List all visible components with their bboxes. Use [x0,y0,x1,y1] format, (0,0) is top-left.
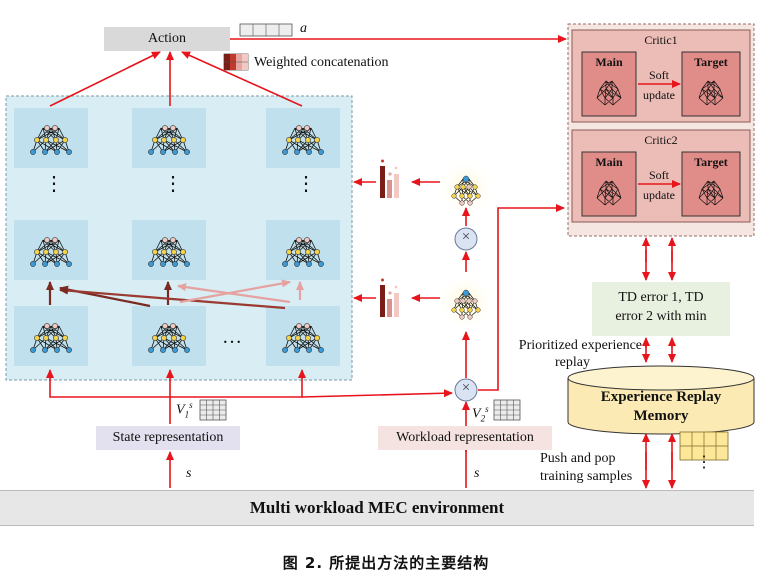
state-representation-box: State representation [96,426,240,450]
memory-line2: Memory [633,408,689,424]
weighted-concat-icon [223,53,249,71]
push-pop-line2: training samples [540,469,633,484]
prioritized-replay-label: Prioritized experience replay [502,337,642,371]
critic1-target-label: Target [694,55,728,69]
action-box: Action [104,27,230,51]
agent-network-tile [266,108,340,168]
prioritized-line2: replay [555,355,590,370]
v2-subscript: 2 [480,413,486,424]
critic1-main-label: Main [595,55,623,69]
multiply-symbol-upper: × [461,229,471,245]
cross-links [46,279,304,310]
v1-subscript: 1 [184,409,190,420]
action-symbol: a [300,21,307,36]
lower-weight-network [451,289,481,320]
critic1-title: Critic1 [644,33,678,47]
v2-label: V2s [472,404,489,423]
upper-weight-network [451,175,481,206]
weight-bar-icon [380,159,399,198]
environment-bar: Multi workload MEC environment [0,490,754,526]
weighted-concat-label: Weighted concatenation [254,55,389,70]
critic1-update-label: update [643,88,675,102]
agent-network-tile [132,220,206,280]
v1-symbol: V [176,402,185,418]
td-error-line1: TD error 1, TD [618,290,704,305]
agent-network-tile [266,220,340,280]
grid-vdots-3: ⋮ [296,173,316,195]
agent-network-tile [14,306,88,366]
agent-network-tile [14,220,88,280]
agent-network-tile [132,108,206,168]
critic1-main-box [581,51,637,117]
state-s-label: s [186,466,192,481]
samples-vdots: ⋮ [696,454,712,471]
td-arrows [642,237,676,489]
v2-symbol: V [472,406,481,422]
td-error-box: TD error 1, TD error 2 with min [592,282,730,336]
workload-s-label: s [474,466,480,481]
critic2-main-box [581,151,637,217]
weight-bar-icon [380,278,399,317]
agent-network-tile [14,108,88,168]
prioritized-line1: Prioritized experience [518,338,642,353]
grid-vdots-2: ⋮ [163,173,183,195]
workload-matrix-icon [493,399,521,421]
multiply-node-lower [454,378,478,402]
v1-label: V1s [176,400,193,419]
soft-update-arrows [638,80,681,188]
td-error-line2: error 2 with min [615,309,707,324]
push-pop-line1: Push and pop [540,451,616,466]
critic2-update-label: update [643,188,675,202]
workload-representation-box: Workload representation [378,426,552,450]
agent-network-tile [266,306,340,366]
memory-label: Experience Replay Memory [568,388,754,426]
critic2-main-label: Main [595,155,623,169]
v1-superscript: s [189,400,193,410]
critic2-target-label: Target [694,155,728,169]
figure-caption: 图 2. 所提出方法的主要结构 [282,554,490,572]
experience-replay-memory [567,365,755,435]
multiply-symbol-lower: × [461,380,471,396]
v2-superscript: s [485,404,489,414]
push-pop-label: Push and pop training samples [540,450,632,486]
critic2-title: Critic2 [644,133,678,147]
upper-weight-network-glow [436,158,496,218]
lower-weight-network-glow [436,272,496,332]
grid-hdots: … [222,326,242,348]
critic2-target-box [681,151,741,217]
critic2-soft-label: Soft [648,168,669,182]
memory-line1: Experience Replay [600,389,722,405]
critic1-soft-label: Soft [648,68,669,82]
state-matrix-icon [199,399,227,421]
critic1-target-box [681,51,741,117]
action-vector-icon [239,23,293,37]
grid-vdots-1: ⋮ [44,173,64,195]
training-samples-icon [679,431,729,461]
agent-network-tile [132,306,206,366]
action-arrows [49,51,303,107]
multiply-node-upper [454,227,478,251]
